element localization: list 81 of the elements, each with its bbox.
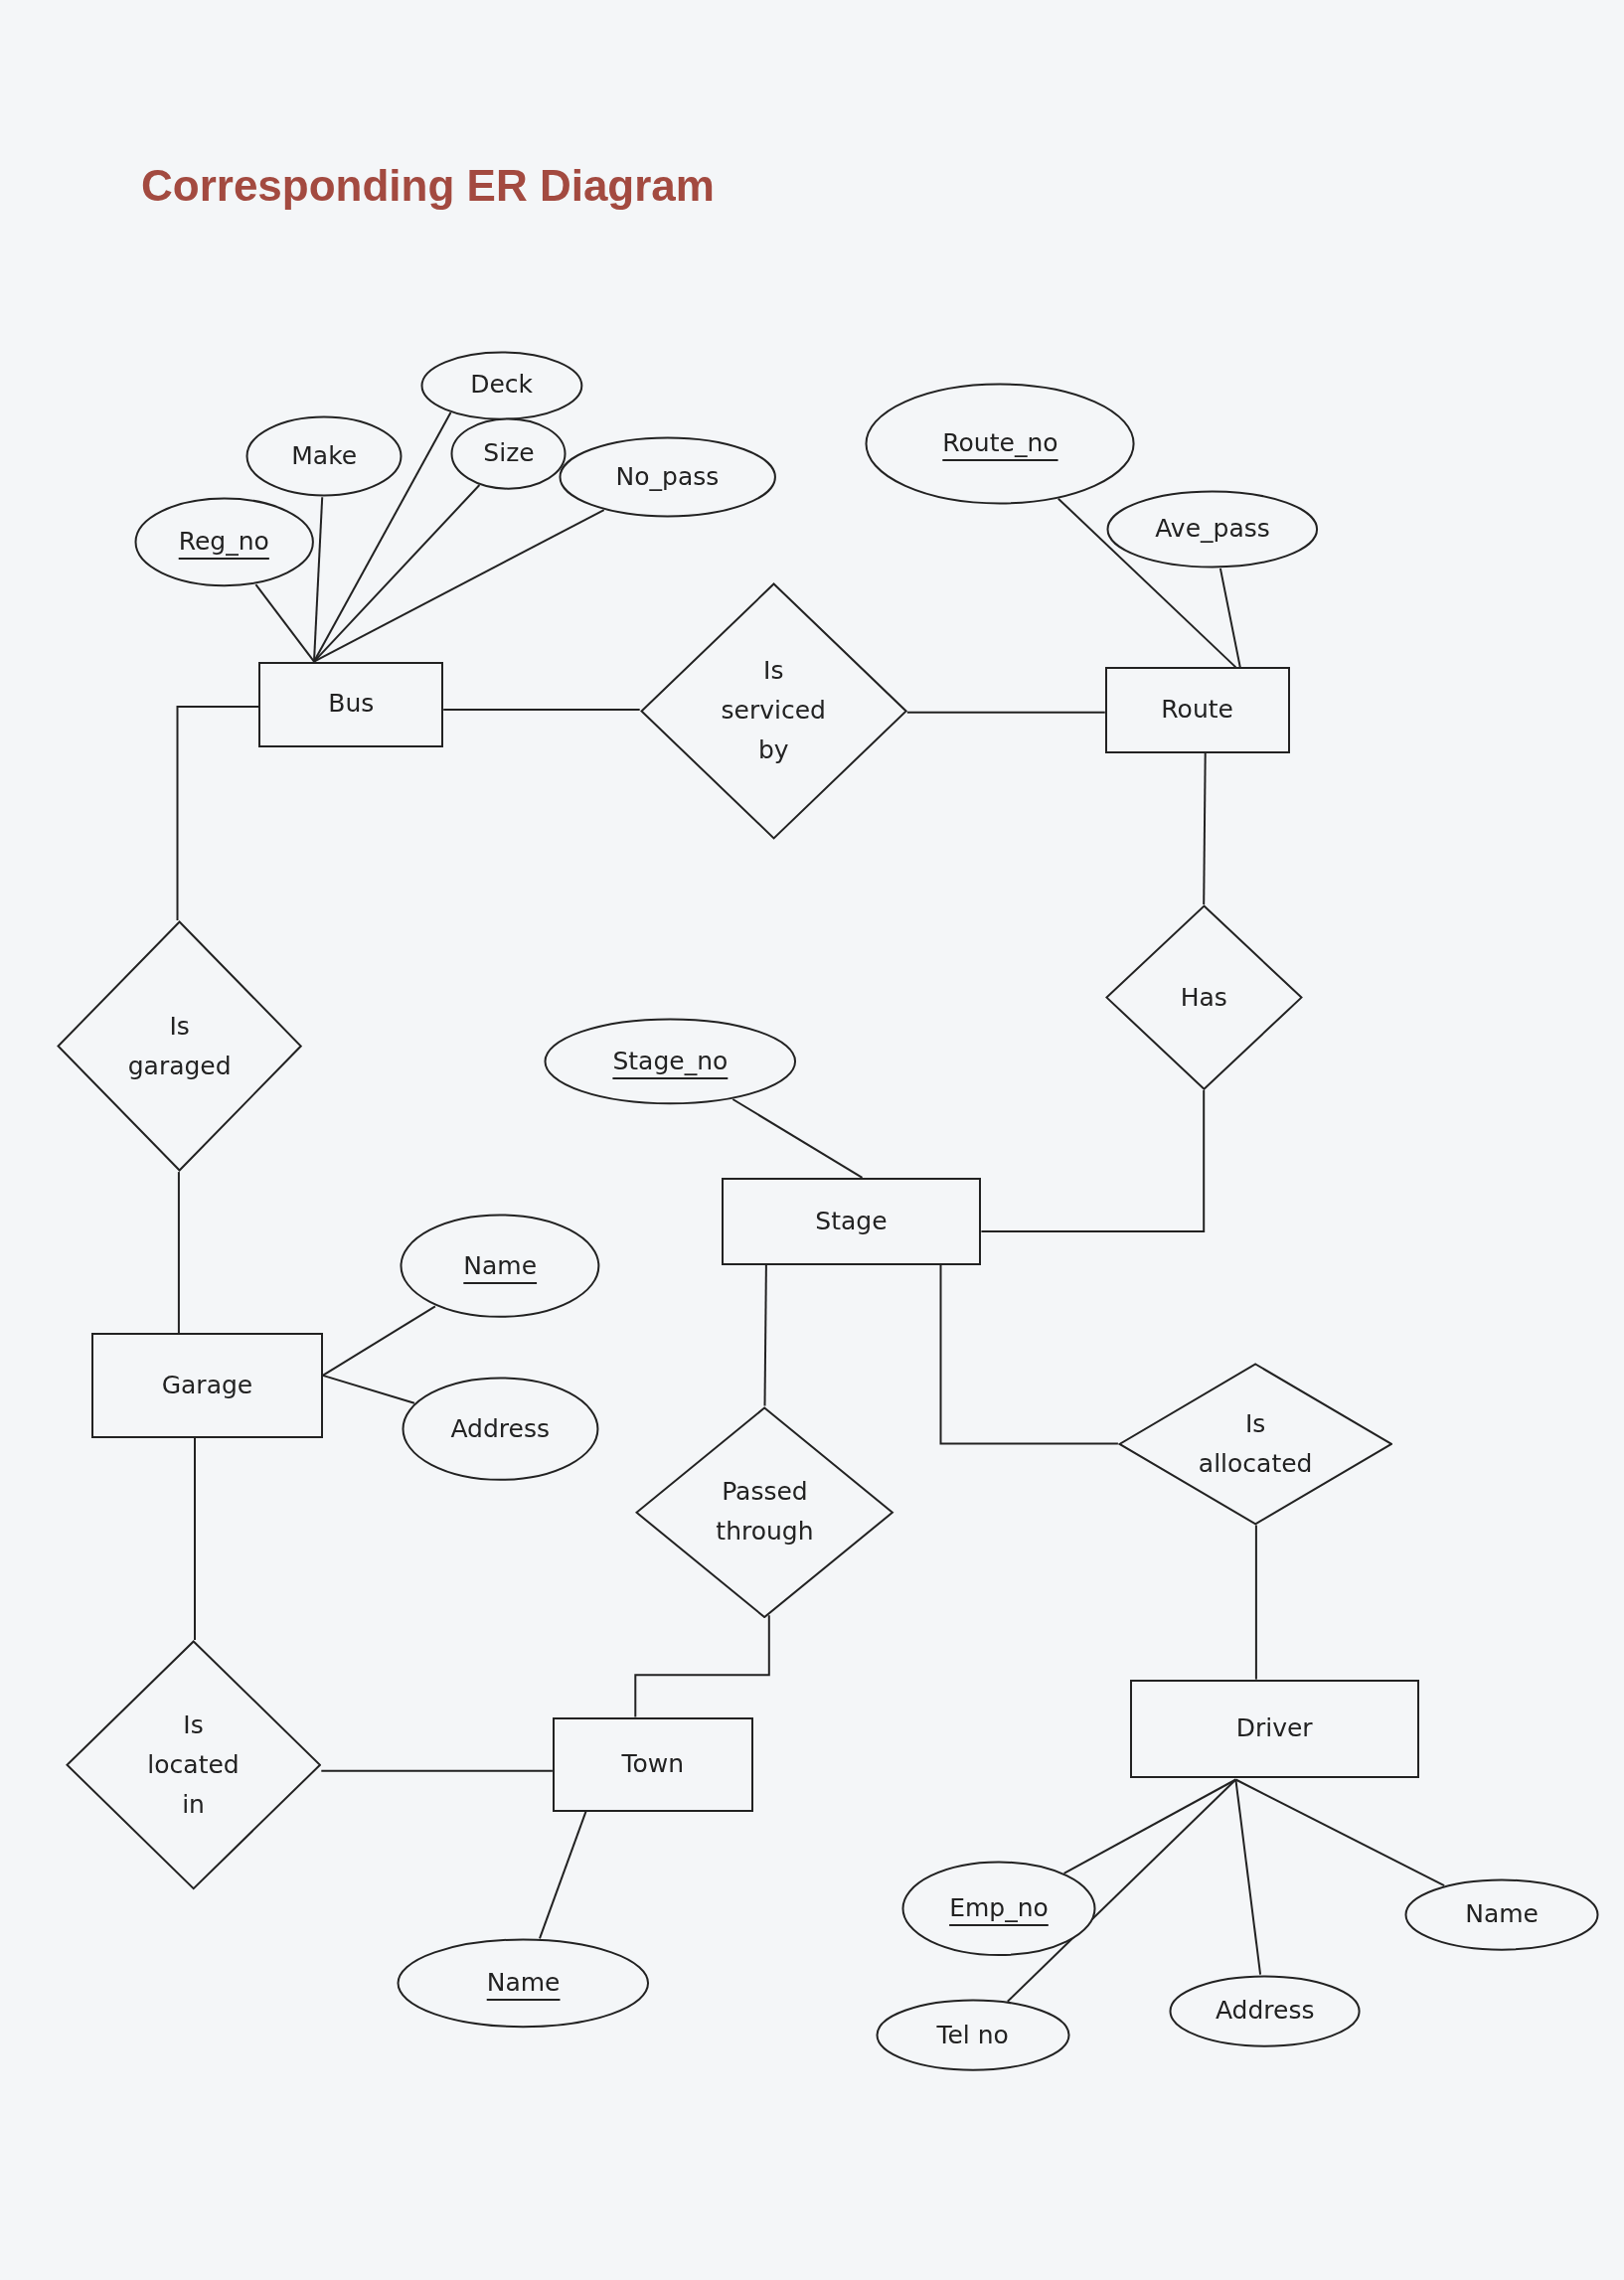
connector-line (442, 708, 641, 711)
entity-name: Town (621, 1747, 685, 1780)
relationship-name: Has (1180, 981, 1227, 1014)
attribute-ellipse (133, 497, 314, 587)
relationship-diamond (57, 919, 303, 1173)
connector-line (1006, 1778, 1237, 2003)
connector-line (1218, 567, 1241, 669)
connector-line (939, 1263, 1119, 1445)
entity-box (552, 1716, 753, 1812)
attribute-ellipse (865, 382, 1136, 505)
entity-name: Stage (815, 1205, 888, 1237)
connector-line (1062, 1778, 1237, 1874)
relationship-name: Is allocated (1198, 1407, 1313, 1480)
relationship-diamond (1117, 1362, 1393, 1526)
connector-line (321, 1374, 415, 1404)
attribute-name: Address (1215, 1994, 1315, 2027)
connector-line (1056, 497, 1237, 669)
attribute-ellipse (544, 1018, 797, 1105)
attribute-ellipse (1404, 1878, 1600, 1952)
attribute-ellipse (401, 1377, 599, 1482)
entity-box (1129, 1679, 1419, 1779)
attribute-name: Route_no (942, 426, 1058, 459)
attribute-name: Ave_pass (1155, 513, 1270, 546)
attribute-name: Name (486, 1967, 561, 2000)
relationship-diamond (635, 1405, 894, 1619)
connector-line (1234, 1778, 1262, 1976)
attribute-name: Address (450, 1412, 550, 1445)
attribute-name: Name (1465, 1898, 1539, 1931)
entity-name: Garage (161, 1369, 253, 1401)
attribute-name: Emp_no (949, 1892, 1049, 1925)
relationship-name: Is serviced by (721, 655, 826, 767)
attribute-ellipse (1106, 489, 1319, 569)
attribute-ellipse (245, 415, 404, 498)
connector-line (177, 1171, 180, 1335)
connector-line (539, 1810, 587, 1940)
connector-line (1234, 1778, 1446, 1887)
relationship-name: Passed through (716, 1476, 814, 1548)
relationship-name: Is garaged (127, 1010, 232, 1082)
connector-line (194, 1436, 196, 1642)
attribute-ellipse (450, 416, 568, 490)
connector-line (1254, 1524, 1257, 1681)
relationship-name: Is located in (147, 1709, 240, 1821)
connector-line (980, 1089, 1206, 1232)
connector-line (634, 1614, 770, 1718)
attribute-ellipse (419, 350, 583, 420)
attribute-ellipse (400, 1214, 601, 1319)
entity-name: Route (1161, 694, 1233, 727)
connector-line (1203, 751, 1207, 905)
attribute-name: Make (291, 440, 358, 473)
attribute-name: Size (483, 437, 535, 470)
connector-line (313, 484, 481, 663)
relationship-diamond (1104, 903, 1303, 1091)
attribute-name: No_pass (615, 460, 720, 493)
connector-line (313, 496, 324, 663)
attribute-name: Name (463, 1249, 538, 1282)
entity-box (258, 661, 444, 747)
connector-line (320, 1769, 554, 1772)
attribute-name: Tel no (936, 2019, 1009, 2051)
connector-line (321, 1305, 436, 1377)
attribute-ellipse (397, 1937, 650, 2029)
attribute-name: Deck (470, 369, 534, 402)
entity-name: Bus (328, 688, 375, 721)
relationship-diamond (65, 1640, 322, 1890)
diagram-title: Corresponding ER Diagram (141, 161, 715, 211)
connector-line (905, 711, 1106, 714)
connector-line (763, 1263, 767, 1407)
entity-box (91, 1333, 323, 1438)
relationship-diamond (639, 581, 907, 840)
attribute-name: Reg_no (178, 526, 269, 559)
attribute-name: Stage_no (612, 1045, 729, 1077)
attribute-ellipse (875, 1999, 1070, 2072)
entity-name: Driver (1235, 1712, 1313, 1745)
attribute-ellipse (900, 1861, 1096, 1957)
entity-box (721, 1177, 982, 1265)
attribute-ellipse (1169, 1974, 1362, 2047)
connector-line (254, 583, 315, 663)
attribute-ellipse (558, 435, 777, 518)
connector-line (731, 1098, 864, 1179)
entity-box (1104, 667, 1290, 753)
connector-line (313, 509, 605, 663)
connector-line (176, 705, 260, 921)
